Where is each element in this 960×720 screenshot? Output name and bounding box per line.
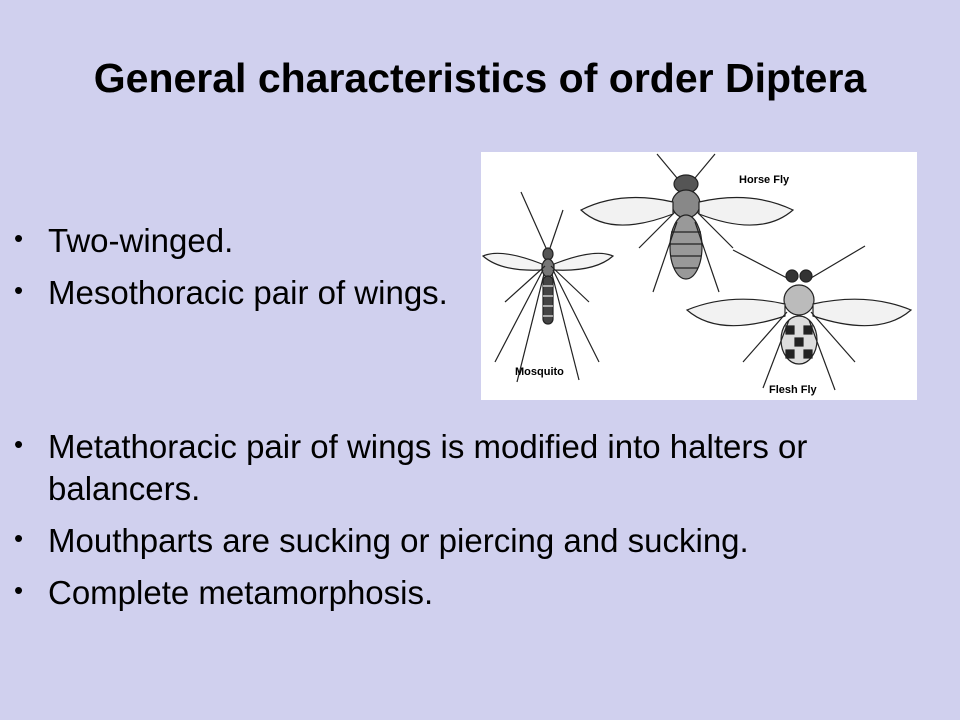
diptera-illustration: Horse Fly Mosquito Flesh Fly: [481, 152, 917, 400]
bullet-list-bottom: • Metathoracic pair of wings is modified…: [12, 426, 912, 624]
bullet-icon: •: [14, 223, 24, 253]
bullet-text: Metathoracic pair of wings is modified i…: [48, 428, 808, 507]
bullet-icon: •: [14, 575, 24, 605]
horse-fly-drawing: [579, 153, 795, 293]
insect-drawings: [481, 153, 913, 391]
slide-title: General characteristics of order Diptera: [93, 55, 867, 101]
bullet-text: Mouthparts are sucking or piercing and s…: [48, 522, 749, 559]
bullet-text: Two-winged.: [48, 222, 234, 259]
horse-fly-label: Horse Fly: [739, 174, 790, 186]
bullet-item: • Complete metamorphosis.: [12, 572, 912, 614]
bullet-text: Mesothoracic pair of wings.: [48, 274, 448, 311]
mosquito-drawing: [481, 191, 615, 383]
bullet-item: • Mouthparts are sucking or piercing and…: [12, 520, 912, 562]
bullet-list-top: • Two-winged. • Mesothoracic pair of win…: [12, 220, 452, 324]
bullet-icon: •: [14, 429, 24, 459]
bullet-item: • Mesothoracic pair of wings.: [12, 272, 452, 314]
bullet-item: • Metathoracic pair of wings is modified…: [12, 426, 912, 510]
flesh-fly-drawing: [685, 245, 913, 391]
bullet-icon: •: [14, 523, 24, 553]
bullet-icon: •: [14, 275, 24, 305]
flesh-fly-label: Flesh Fly: [769, 384, 817, 396]
bullet-item: • Two-winged.: [12, 220, 452, 262]
mosquito-label: Mosquito: [515, 366, 564, 378]
bullet-text: Complete metamorphosis.: [48, 574, 434, 611]
